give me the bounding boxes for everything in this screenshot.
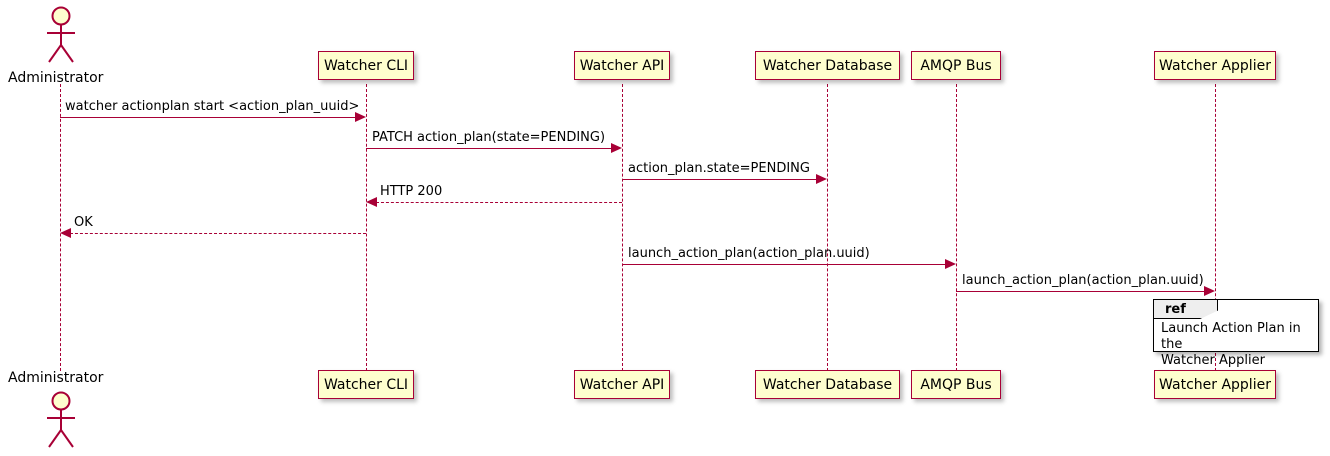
lifeline-watcher-api — [622, 84, 623, 371]
message-line — [366, 148, 612, 149]
message-label: action_plan.state=PENDING — [628, 161, 810, 176]
message-line — [60, 117, 356, 118]
participant-watcher-applier-bottom[interactable]: Watcher Applier — [1154, 370, 1276, 399]
arrowhead-right-icon — [945, 259, 956, 269]
arrowhead-left-icon — [60, 228, 71, 238]
lifeline-administrator — [60, 84, 61, 371]
ref-fragment[interactable]: ref Launch Action Plan in the Watcher Ap… — [1153, 299, 1319, 368]
participant-label-amqp-bus-top: AMQP Bus — [920, 57, 992, 74]
arrowhead-right-icon — [1204, 286, 1215, 296]
ref-fragment-tab-label: ref — [1165, 301, 1186, 317]
lifeline-watcher-database — [827, 84, 828, 371]
ref-fragment-text: Launch Action Plan in the Watcher Applie… — [1161, 321, 1301, 368]
actor-label-administrator-bottom: Administrator — [8, 370, 104, 386]
participant-label-watcher-applier-top: Watcher Applier — [1159, 57, 1271, 74]
message-line — [622, 179, 817, 180]
participant-amqp-bus-top[interactable]: AMQP Bus — [911, 51, 1001, 80]
participant-watcher-api-top[interactable]: Watcher API — [574, 51, 670, 80]
actor-icon — [47, 391, 75, 448]
participant-label-amqp-bus-bottom: AMQP Bus — [920, 376, 992, 393]
actor-label-administrator-top: Administrator — [8, 70, 104, 86]
participant-watcher-database-top[interactable]: Watcher Database — [755, 51, 900, 80]
actor-administrator-bottom[interactable] — [36, 389, 86, 451]
participant-amqp-bus-bottom[interactable]: AMQP Bus — [911, 370, 1001, 399]
message-label: launch_action_plan(action_plan.uuid) — [628, 246, 870, 261]
message-line — [622, 264, 946, 265]
participant-watcher-database-bottom[interactable]: Watcher Database — [755, 370, 900, 399]
message-label: HTTP 200 — [380, 184, 443, 199]
actor-icon — [47, 6, 75, 63]
message-label: watcher actionplan start <action_plan_uu… — [65, 99, 360, 114]
message-line — [376, 202, 622, 203]
participant-label-watcher-database-top: Watcher Database — [762, 57, 893, 74]
participant-label-watcher-applier-bottom: Watcher Applier — [1159, 376, 1271, 393]
participant-watcher-applier-top[interactable]: Watcher Applier — [1154, 51, 1276, 80]
participant-label-watcher-database-bottom: Watcher Database — [762, 376, 893, 393]
arrowhead-right-icon — [355, 112, 366, 122]
participant-watcher-cli-top[interactable]: Watcher CLI — [318, 51, 414, 80]
arrowhead-left-icon — [366, 197, 377, 207]
message-line — [956, 291, 1205, 292]
arrowhead-right-icon — [611, 143, 622, 153]
lifeline-watcher-cli — [366, 84, 367, 371]
lifeline-watcher-applier — [1215, 84, 1216, 371]
message-label: launch_action_plan(action_plan.uuid) — [962, 273, 1204, 288]
participant-label-watcher-api-bottom: Watcher API — [579, 376, 665, 393]
participant-label-watcher-cli-top: Watcher CLI — [323, 57, 409, 74]
ref-fragment-tab: ref — [1154, 300, 1218, 319]
participant-label-watcher-cli-bottom: Watcher CLI — [323, 376, 409, 393]
participant-watcher-cli-bottom[interactable]: Watcher CLI — [318, 370, 414, 399]
arrowhead-right-icon — [816, 174, 827, 184]
message-line — [70, 233, 366, 234]
message-label: OK — [74, 215, 93, 230]
message-label: PATCH action_plan(state=PENDING) — [372, 130, 606, 145]
lifeline-amqp-bus — [956, 84, 957, 371]
actor-administrator-top[interactable] — [36, 4, 86, 66]
participant-watcher-api-bottom[interactable]: Watcher API — [574, 370, 670, 399]
participant-label-watcher-api-top: Watcher API — [579, 57, 665, 74]
